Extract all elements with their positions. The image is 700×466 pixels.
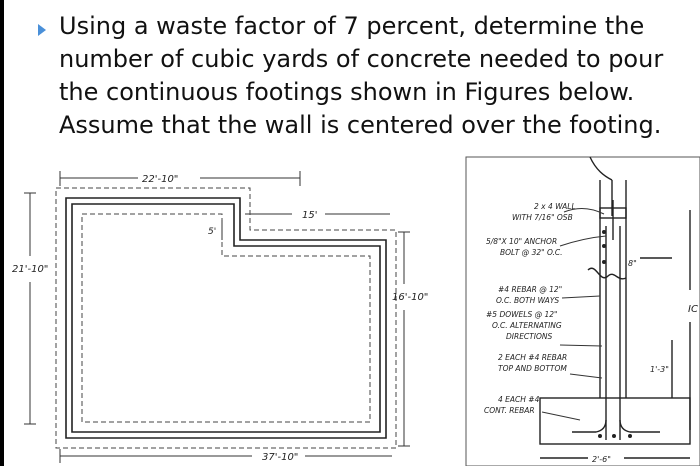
- section-rebar-1: #4 REBAR @ 12": [498, 285, 562, 294]
- section-dowel-2: O.C. ALTERNATING: [492, 321, 562, 330]
- section-dowel-3: DIRECTIONS: [506, 332, 552, 341]
- section-wall-label-2: WITH 7/16" OSB: [512, 213, 573, 222]
- question-text: Using a waste factor of 7 percent, deter…: [59, 10, 700, 142]
- section-wall-label-1: 2 x 4 WALL: [534, 202, 576, 211]
- section-bar-1: 2 EACH #4 REBAR: [498, 353, 567, 362]
- question-line-3: the continuous footings shown in Figures…: [59, 78, 635, 106]
- section-dim-26: 2'-6": [592, 455, 611, 464]
- section-cont-2: CONT. REBAR: [484, 406, 535, 415]
- section-dowel-1: #5 DOWELS @ 12": [486, 310, 557, 319]
- plan-right-dim: 16'-10": [392, 292, 428, 303]
- section-anchor-1: 5/8"X 10" ANCHOR: [486, 237, 557, 246]
- plan-top-dim: 22'-10": [142, 174, 178, 185]
- plan-bottom-dim: 37'-10": [262, 452, 298, 463]
- plan-notch-dim: 5': [208, 227, 216, 237]
- section-dim-ic: IC: [688, 304, 698, 315]
- plan-inner-dim: 15': [302, 210, 317, 221]
- section-anchor-2: BOLT @ 32" O.C.: [500, 248, 563, 257]
- question-line-2: number of cubic yards of concrete needed…: [59, 45, 664, 73]
- section-rebar-2: O.C. BOTH WAYS: [496, 296, 559, 305]
- bullet-arrow-icon: [38, 24, 46, 36]
- section-bar-2: TOP AND BOTTOM: [498, 364, 567, 373]
- section-dim-13: 1'-3": [650, 365, 669, 374]
- section-dim-8: 8": [628, 259, 637, 268]
- question-line-1: Using a waste factor of 7 percent, deter…: [59, 12, 645, 40]
- plan-left-dim: 21'-10": [12, 264, 48, 275]
- left-border: [0, 0, 4, 466]
- question-line-4: Assume that the wall is centered over th…: [59, 111, 662, 139]
- section-cont-1: 4 EACH #4: [498, 395, 540, 404]
